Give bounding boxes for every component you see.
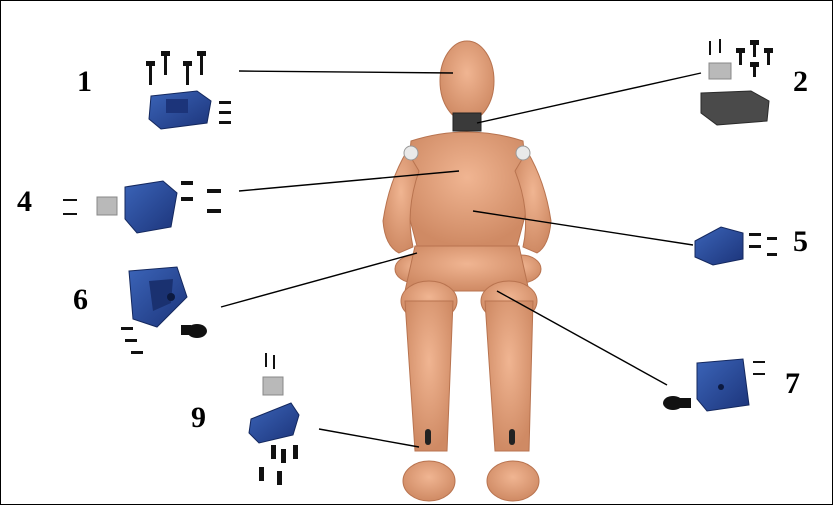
dummy-right-shin	[485, 301, 533, 451]
dummy-left-shin	[405, 301, 453, 451]
part-2-mount	[701, 39, 773, 125]
dummy-head	[440, 41, 494, 121]
dummy-left-foot	[403, 461, 455, 501]
part-9-mount	[249, 353, 299, 485]
screw-icon	[749, 233, 777, 256]
dummy-torso	[405, 132, 529, 246]
callout-number-7: 7	[785, 369, 800, 399]
callout-number-6: 6	[73, 285, 88, 315]
screw-icon	[121, 324, 207, 354]
callout-number-4: 4	[17, 187, 32, 217]
crash-test-dummy	[383, 41, 551, 501]
dummy-right-foot	[487, 461, 539, 501]
part-4-mount	[63, 181, 221, 233]
dummy-neck	[453, 113, 481, 131]
callout-number-5: 5	[793, 227, 808, 257]
leader-line-6	[221, 253, 417, 307]
part-1-bracket	[146, 51, 231, 129]
part-7-plate	[663, 359, 765, 411]
callout-number-9: 9	[191, 403, 206, 433]
leader-line-1	[239, 71, 453, 73]
leader-line-9	[319, 429, 419, 447]
part-6-bracket	[121, 267, 207, 354]
leader-line-2	[477, 73, 701, 123]
part-5-bracket	[695, 227, 777, 265]
callout-number-1: 1	[77, 67, 92, 97]
callout-number-2: 2	[793, 67, 808, 97]
